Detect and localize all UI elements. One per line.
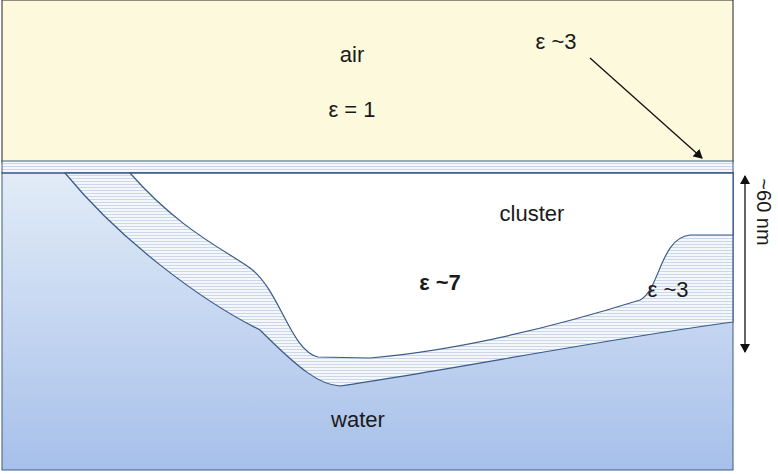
- leader-arrow: [590, 58, 702, 158]
- region-name: water: [331, 408, 385, 432]
- interface-layer: [65, 173, 733, 386]
- permittivity-value: ε ~3: [535, 30, 576, 54]
- cluster-region: [130, 173, 733, 358]
- air-region: [2, 0, 733, 162]
- film-edge: [2, 173, 733, 174]
- permittivity-value: ε ~7: [419, 271, 461, 295]
- film-layer: [2, 161, 733, 173]
- region-name: air: [340, 43, 364, 67]
- dimension-arrow: [744, 176, 745, 352]
- permittivity-value: ε = 1: [328, 98, 375, 122]
- water-region: [2, 172, 733, 470]
- dimension-label: ~60 nm: [753, 178, 775, 245]
- permittivity-value: ε ~3: [647, 278, 688, 302]
- region-name: cluster: [500, 202, 565, 226]
